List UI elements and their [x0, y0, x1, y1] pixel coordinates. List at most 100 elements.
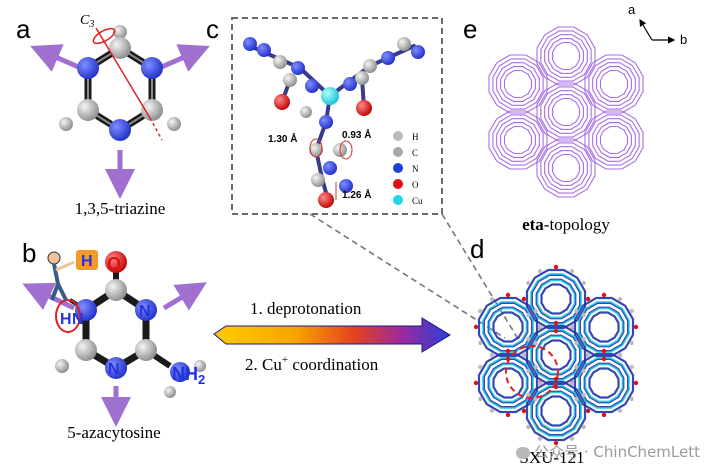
framework-atom — [521, 296, 527, 302]
ring-strut — [477, 296, 539, 358]
framework-atom — [489, 353, 495, 358]
sxu-121-framework — [473, 264, 639, 446]
c-atom — [109, 37, 131, 59]
bond-length-3: 1.26 Å — [342, 188, 371, 201]
framework-atom — [478, 396, 483, 402]
ring-strut — [477, 352, 539, 414]
ring-strut — [544, 90, 588, 134]
c-atom — [141, 99, 163, 121]
framework-atom — [533, 364, 538, 370]
o-label: O — [107, 254, 121, 274]
framework-atom — [553, 328, 559, 334]
n-label: N — [139, 303, 151, 320]
framework-atom — [574, 308, 579, 314]
legend-label: Cu — [412, 196, 423, 206]
framework-atom — [581, 280, 586, 286]
ring-strut — [492, 114, 544, 166]
ring-strut — [548, 94, 584, 130]
ring-strut — [482, 357, 534, 409]
framework-atom — [574, 340, 579, 346]
ring-strut — [488, 110, 548, 170]
framework-atom — [537, 436, 543, 441]
ring-strut — [588, 58, 640, 110]
reaction-step-2: 2. Cu+ coordination — [245, 354, 379, 374]
framework-atom — [553, 264, 559, 270]
ring-strut — [573, 296, 635, 358]
svg-text:H: H — [81, 253, 93, 270]
nh-label: H — [60, 311, 72, 328]
framework-atom — [505, 292, 511, 298]
h-atom — [167, 117, 181, 131]
panel-b-direction-arrows — [22, 282, 207, 427]
h-atom — [113, 25, 127, 39]
ring-strut — [500, 122, 536, 158]
framework-atom — [569, 269, 575, 274]
legend-label: N — [412, 164, 419, 174]
eta-network — [488, 26, 644, 198]
ring-strut — [488, 363, 528, 403]
ring-strut — [551, 41, 581, 71]
ring-strut — [530, 329, 582, 381]
ring-strut — [588, 311, 620, 343]
framework-atom — [489, 408, 495, 413]
n-atom — [109, 119, 131, 141]
framework-atom — [574, 364, 579, 370]
framework-atom — [537, 381, 543, 386]
ring-strut — [536, 82, 596, 142]
ring-strut — [583, 306, 625, 348]
n-label: N — [108, 361, 120, 378]
ring-strut — [536, 26, 596, 86]
panel-e-caption: eta-topology — [522, 215, 610, 234]
ring-strut — [596, 122, 632, 158]
ring-strut — [578, 301, 630, 353]
framework-atom — [473, 380, 479, 386]
framework-atom — [633, 324, 639, 330]
nh-highlight — [55, 299, 81, 333]
ring-strut — [544, 146, 588, 190]
ring-strut — [503, 69, 533, 99]
gradient-arrow — [213, 317, 451, 353]
ring-strut — [488, 54, 548, 114]
framework-atom — [473, 324, 479, 330]
panel-a-letter: a — [16, 14, 31, 44]
ring-strut — [540, 30, 592, 82]
framework-atom — [585, 408, 591, 414]
ring-strut — [592, 118, 636, 162]
ring-strut — [487, 306, 529, 348]
zoom-guide-lines — [309, 213, 521, 343]
framework-atom — [489, 297, 495, 302]
h-block-icon — [76, 250, 98, 270]
c3-label: C3 — [80, 13, 94, 30]
c-atom — [135, 339, 157, 361]
framework-atom — [569, 381, 575, 386]
wechat-icon — [516, 446, 531, 459]
reaction-arrow: 1. deprotonation 2. Cu+ coordination — [213, 299, 451, 374]
bond-length-1: 1.30 Å — [268, 132, 297, 145]
ring-strut — [578, 357, 630, 409]
ring-strut — [482, 301, 534, 353]
ring-strut — [544, 34, 588, 78]
ring-strut — [496, 118, 540, 162]
ring-strut — [525, 268, 587, 330]
ring-strut — [536, 279, 576, 319]
framework-atom — [574, 396, 579, 402]
framework-atom — [478, 308, 483, 314]
framework-atom — [601, 292, 607, 298]
framework-atom — [521, 353, 527, 358]
framework-atom — [526, 368, 531, 374]
framework-atom — [629, 340, 634, 346]
ring-strut — [530, 385, 582, 437]
ring-strut — [540, 142, 592, 194]
ring-strut — [548, 150, 584, 186]
ring-strut — [535, 278, 577, 320]
panel-a: a C3 1,3,5-triazine — [16, 13, 210, 218]
framework-atom — [537, 324, 543, 329]
framework-atom — [478, 340, 483, 346]
ring-strut — [500, 66, 536, 102]
panel-a-caption: 1,3,5-triazine — [75, 199, 166, 218]
ring-strut — [487, 362, 529, 404]
ring-strut — [492, 58, 544, 110]
legend-atom-h — [393, 131, 403, 141]
